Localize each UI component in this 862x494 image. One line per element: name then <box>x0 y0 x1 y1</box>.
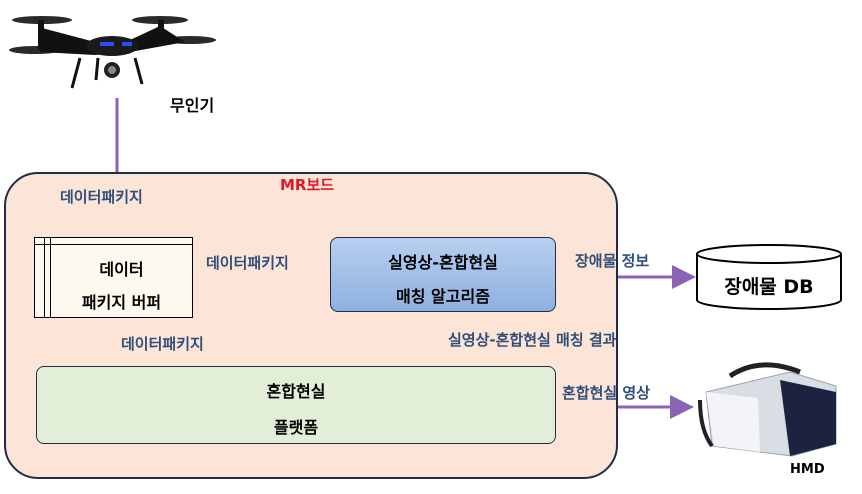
platform-line1: 혼합현실 <box>266 382 326 401</box>
buffer-divider <box>34 244 193 245</box>
platform-line2: 플랫폼 <box>273 418 319 437</box>
label-platform-to-hmd: 혼합현실 영상 <box>562 384 651 402</box>
label-db-to-algo: 장애물 정보 <box>575 252 650 270</box>
label-buffer-to-algo: 데이터패키지 <box>206 254 289 272</box>
hmd-image <box>698 362 837 457</box>
buffer-divider <box>44 237 45 318</box>
mr-platform-box <box>36 366 556 444</box>
buffer-divider <box>50 237 51 318</box>
packet-buffer-box <box>34 237 193 318</box>
database-cylinder <box>696 244 842 310</box>
label-buffer-to-platform: 데이터패키지 <box>121 335 204 353</box>
obstacle-db-label: 장애물 DB <box>724 276 814 298</box>
hmd-label: HMD <box>790 462 825 477</box>
label-uav-to-buffer: 데이터패키지 <box>60 188 143 206</box>
mr-board-title: MR보드 <box>280 176 335 194</box>
label-algo-to-platform: 실영상-혼합현실 매칭 결과 <box>448 331 617 349</box>
algo-line2: 매칭 알고리즘 <box>396 287 490 306</box>
uav-label: 무인기 <box>170 96 215 115</box>
buffer-line1: 데이터 <box>99 260 144 279</box>
algo-line1: 실영상-혼합현실 <box>388 253 498 272</box>
drone-image <box>9 16 216 89</box>
buffer-line2: 패키지 버퍼 <box>81 293 162 312</box>
matching-algorithm-box <box>330 237 556 312</box>
